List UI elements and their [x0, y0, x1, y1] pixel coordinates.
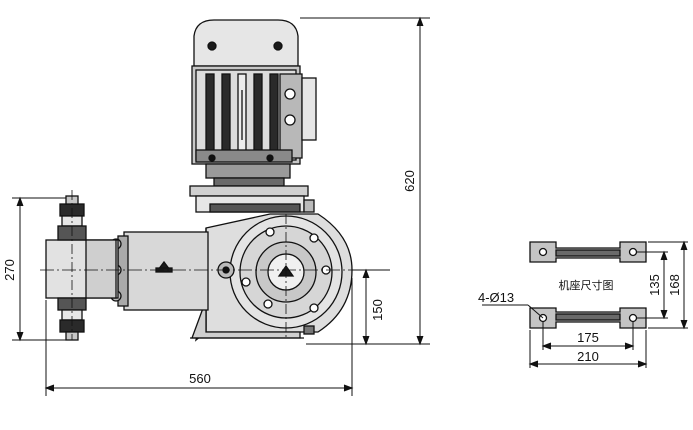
dim-length-total: 560: [189, 371, 211, 386]
base-plate-labels: 机座尺寸图 4-Ø13 175 210 135 168: [478, 274, 682, 364]
base-width-outer: 210: [577, 349, 599, 364]
base-plate-diagram: [529, 241, 647, 329]
base-width-inner: 175: [577, 330, 599, 345]
liquid-end: [45, 195, 119, 341]
dimension-labels: 620 150 270 560: [2, 170, 417, 386]
dimension-lines: [12, 16, 430, 396]
dim-height-total: 620: [402, 170, 417, 192]
dim-center-height: 150: [370, 299, 385, 321]
base-depth-outer: 168: [667, 274, 682, 296]
dim-left-height: 270: [2, 259, 17, 281]
motor-body: [191, 65, 317, 165]
pump-head-housing: [110, 231, 209, 311]
base-depth-inner: 135: [647, 274, 662, 296]
base-plate-dimensions: [482, 240, 688, 368]
pump-assembly: [40, 19, 380, 342]
motor-flange: [189, 163, 315, 213]
base-plate-title: 机座尺寸图: [559, 278, 614, 292]
motor-fan-cover: [193, 19, 299, 67]
hole-spec-label: 4-Ø13: [478, 290, 514, 305]
